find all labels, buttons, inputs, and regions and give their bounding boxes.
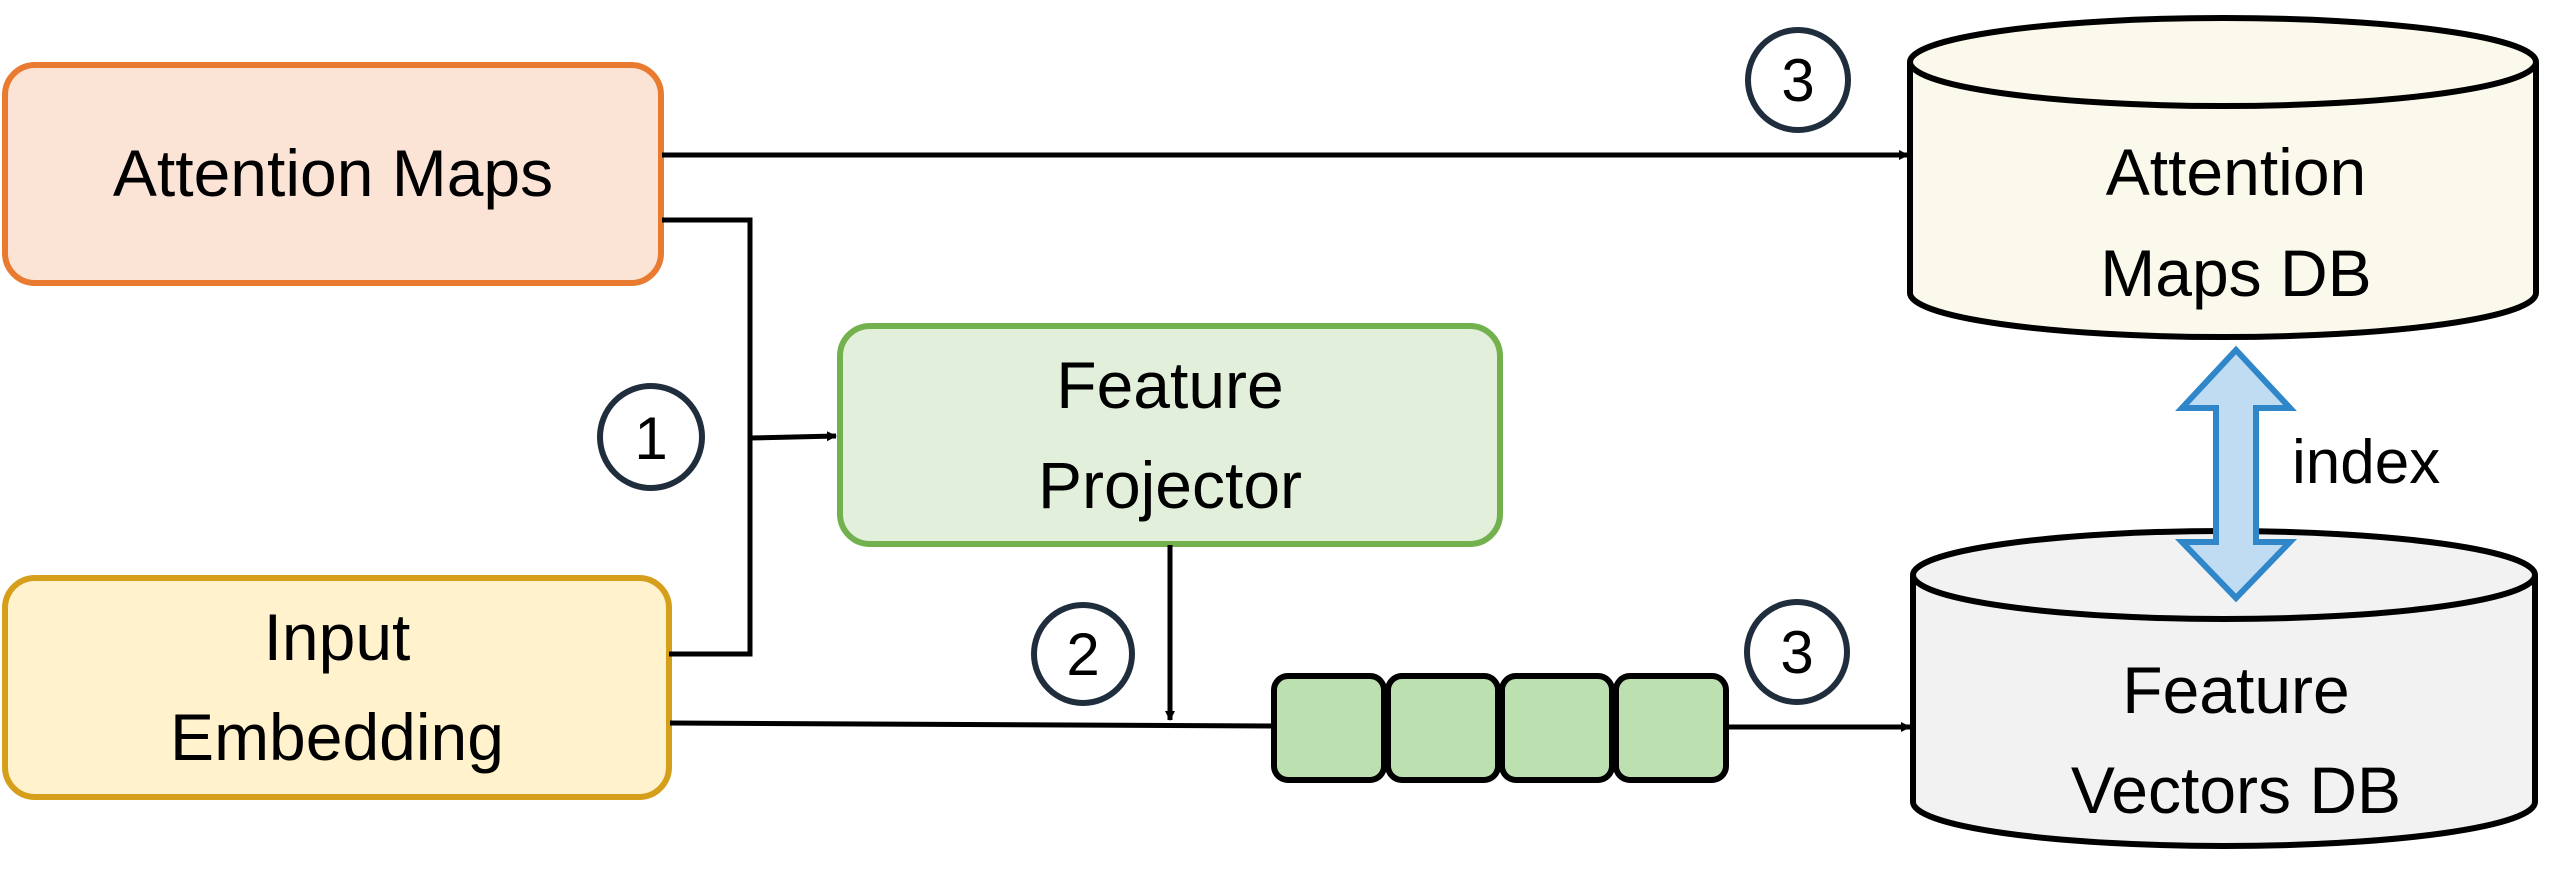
vector-cell: [1499, 673, 1615, 783]
feature-vectors-db: Feature Vectors DB: [1910, 528, 2538, 849]
feature-vectors-db-label-line1: Feature: [2122, 653, 2349, 727]
attention-maps-db-label-line2: Maps DB: [2100, 236, 2371, 310]
step-marker-3-bottom-text: 3: [1780, 619, 1813, 686]
index-label: index: [2292, 428, 2440, 497]
input-embedding-label-line1: Input: [264, 600, 411, 674]
step-marker-3-bottom: 3: [1744, 599, 1850, 705]
index-double-arrow: [2174, 345, 2298, 603]
input-embedding-box: Input Embedding: [2, 575, 672, 800]
feature-vectors-db-label-line2: Vectors DB: [2071, 753, 2401, 827]
vector-cell: [1271, 673, 1387, 783]
feature-projector-label-line1: Feature: [1056, 348, 1283, 422]
attention-maps-label: Attention Maps: [113, 136, 553, 210]
feature-projector-label-line2: Projector: [1038, 448, 1302, 522]
step-marker-2: 2: [1031, 602, 1135, 706]
attention-maps-db: Attention Maps DB: [1907, 15, 2539, 340]
vector-cell: [1613, 673, 1729, 783]
attention-maps-db-label-line1: Attention: [2106, 135, 2367, 209]
attention-maps-box: Attention Maps: [2, 62, 664, 286]
feature-projector-box: Feature Projector: [837, 323, 1503, 547]
step-marker-3-top-text: 3: [1781, 47, 1814, 114]
step-marker-3-top: 3: [1745, 27, 1851, 133]
feature-vector: [1271, 673, 1729, 783]
line-embedding-to-vector: [669, 720, 1275, 729]
step-marker-2-text: 2: [1066, 621, 1099, 688]
step-marker-1: 1: [597, 383, 705, 491]
step-marker-1-text: 1: [634, 405, 667, 472]
vector-cell: [1385, 673, 1501, 783]
arrow-to-feature-projector: [749, 431, 837, 442]
input-embedding-label-line2: Embedding: [170, 700, 504, 774]
